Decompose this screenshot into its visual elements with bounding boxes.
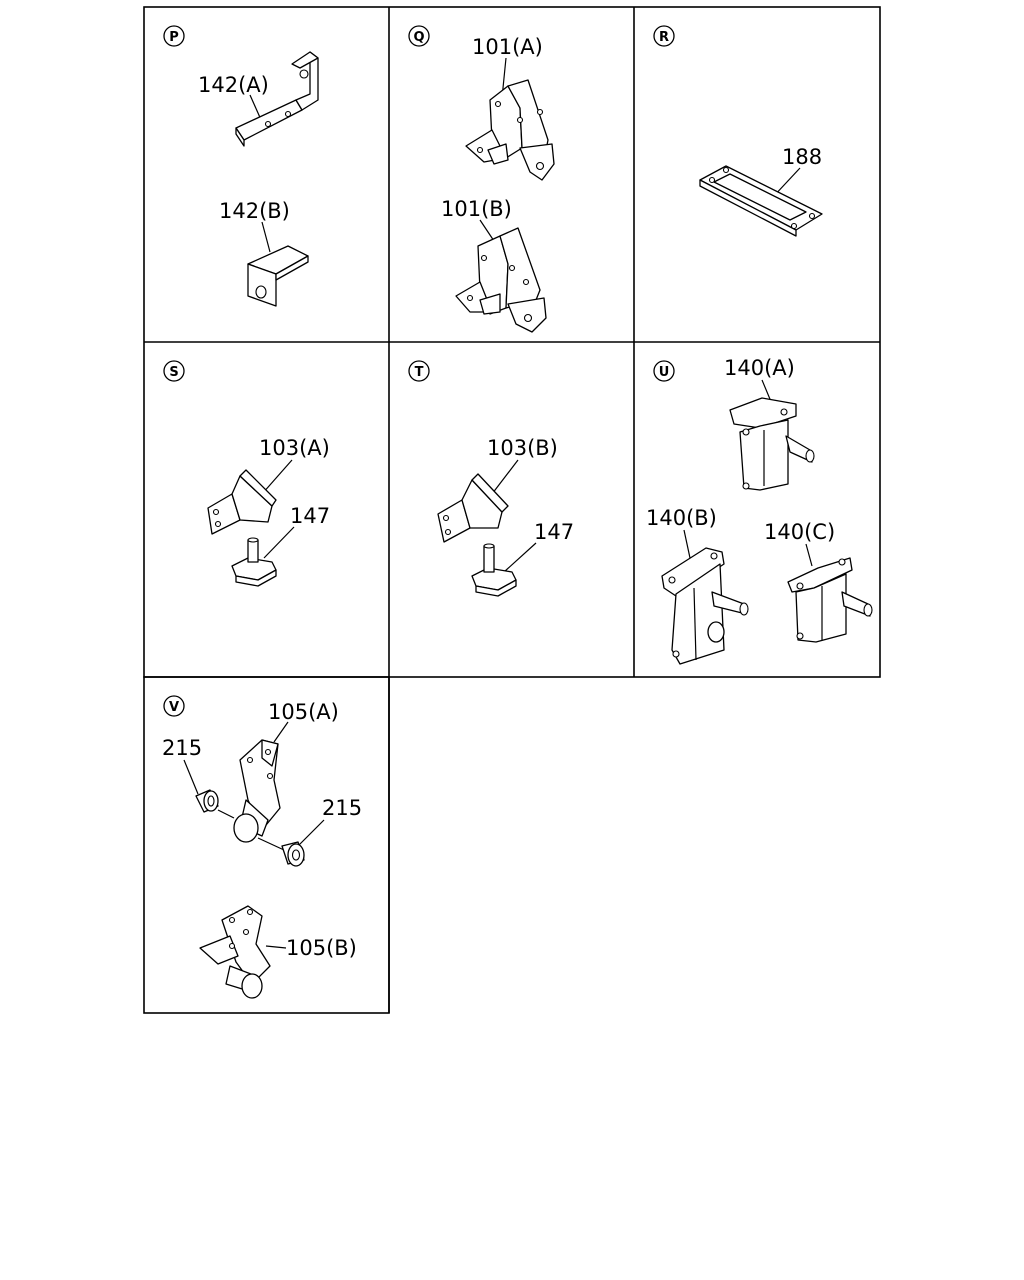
panel-marker-r: R <box>653 25 675 47</box>
svg-text:105(A): 105(A) <box>268 700 339 724</box>
part-188: 188 <box>699 145 823 237</box>
panel-marker-q: Q <box>408 25 430 47</box>
svg-text:140(B): 140(B) <box>646 506 717 530</box>
part-147-s: 147 <box>231 504 330 587</box>
svg-text:105(B): 105(B) <box>286 936 357 960</box>
svg-text:101(B): 101(B) <box>441 197 512 221</box>
part-142a: 142(A) <box>198 51 319 147</box>
svg-text:140(A): 140(A) <box>724 356 795 380</box>
part-101a: 101(A) <box>465 35 555 181</box>
panel-marker-u: U <box>653 360 675 382</box>
svg-text:147: 147 <box>290 504 330 528</box>
panel-marker-v: V <box>163 695 185 717</box>
svg-text:147: 147 <box>534 520 574 544</box>
part-101b: 101(B) <box>441 197 547 333</box>
panel-marker-t: T <box>408 360 430 382</box>
panel-marker-p: P <box>163 25 185 47</box>
svg-text:T: T <box>415 365 424 380</box>
part-215-left: 215 <box>162 736 219 813</box>
svg-text:R: R <box>659 30 669 45</box>
svg-text:215: 215 <box>322 796 362 820</box>
svg-text:S: S <box>169 365 178 380</box>
svg-text:215: 215 <box>162 736 202 760</box>
svg-text:140(C): 140(C) <box>764 520 835 544</box>
part-105a: 105(A) <box>217 700 339 851</box>
panel-marker-s: S <box>163 360 185 382</box>
part-103b: 103(B) <box>437 436 558 543</box>
part-147-t: 147 <box>471 520 574 597</box>
part-142b: 142(B) <box>219 199 309 307</box>
svg-text:188: 188 <box>782 145 822 169</box>
part-215-right: 215 <box>281 796 362 867</box>
svg-text:Q: Q <box>413 30 424 45</box>
svg-text:103(A): 103(A) <box>259 436 330 460</box>
part-140c: 140(C) <box>764 520 873 643</box>
svg-text:103(B): 103(B) <box>487 436 558 460</box>
svg-text:142(B): 142(B) <box>219 199 290 223</box>
part-105b: 105(B) <box>199 905 357 999</box>
grid-frame <box>143 6 881 1014</box>
svg-text:V: V <box>169 700 179 715</box>
part-103a: 103(A) <box>207 436 330 535</box>
part-140b: 140(B) <box>646 506 749 665</box>
svg-text:U: U <box>659 365 670 380</box>
svg-text:P: P <box>169 30 179 45</box>
part-140a: 140(A) <box>724 356 815 491</box>
svg-text:101(A): 101(A) <box>472 35 543 59</box>
svg-text:142(A): 142(A) <box>198 73 269 97</box>
